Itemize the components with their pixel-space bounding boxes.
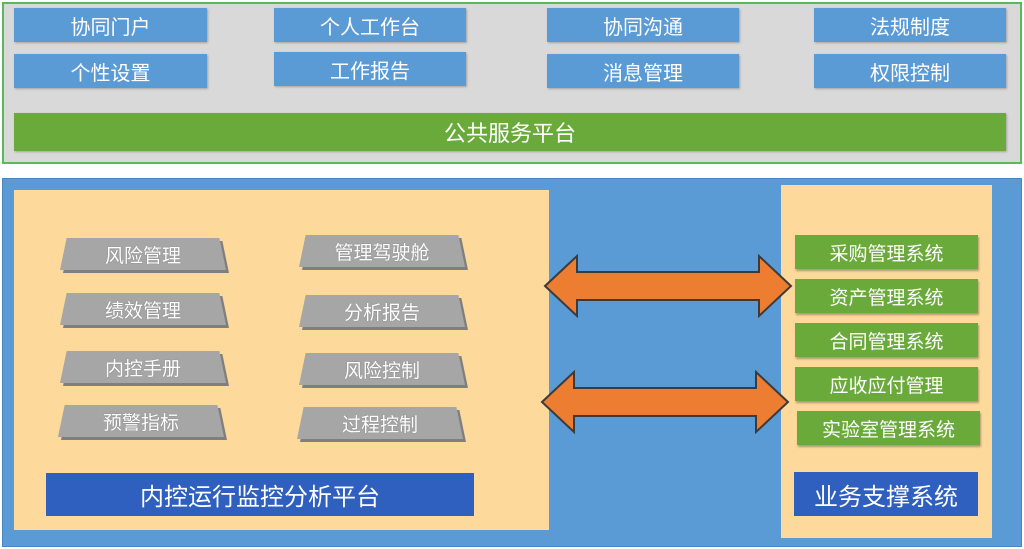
regulations-box: 法规制度 bbox=[814, 8, 1006, 42]
asset-system-box: 资产管理系统 bbox=[795, 279, 978, 313]
laboratory-system-box: 实验室管理系统 bbox=[797, 411, 980, 445]
work-report-box: 工作报告 bbox=[274, 52, 466, 86]
procurement-system-box: 采购管理系统 bbox=[795, 235, 978, 269]
analysis-report-box: 分析报告 bbox=[299, 295, 465, 327]
process-control-box: 过程控制 bbox=[297, 407, 463, 439]
message-management-box: 消息管理 bbox=[547, 54, 739, 88]
warning-indicators-box: 预警指标 bbox=[58, 405, 224, 437]
personal-settings-box: 个性设置 bbox=[14, 54, 207, 88]
collab-communication-box: 协同沟通 bbox=[547, 8, 739, 42]
personal-workbench-box: 个人工作台 bbox=[274, 8, 466, 42]
public-service-platform-bar: 公共服务平台 bbox=[14, 113, 1006, 151]
performance-management-box: 绩效管理 bbox=[60, 293, 226, 325]
risk-control-box: 风险控制 bbox=[299, 353, 465, 385]
collab-portal-box: 协同门户 bbox=[14, 8, 207, 42]
double-arrow-icon bbox=[543, 254, 793, 318]
monitor-platform-title: 内控运行监控分析平台 bbox=[46, 473, 474, 516]
contract-system-box: 合同管理系统 bbox=[795, 323, 978, 357]
permission-control-box: 权限控制 bbox=[814, 54, 1006, 88]
receivable-payable-box: 应收应付管理 bbox=[795, 367, 978, 401]
management-cockpit-box: 管理驾驶舱 bbox=[299, 235, 465, 267]
internal-control-manual-box: 内控手册 bbox=[60, 351, 226, 383]
double-arrow-icon bbox=[540, 370, 790, 434]
business-support-title: 业务支撑系统 bbox=[794, 472, 978, 516]
risk-management-box: 风险管理 bbox=[60, 238, 226, 270]
